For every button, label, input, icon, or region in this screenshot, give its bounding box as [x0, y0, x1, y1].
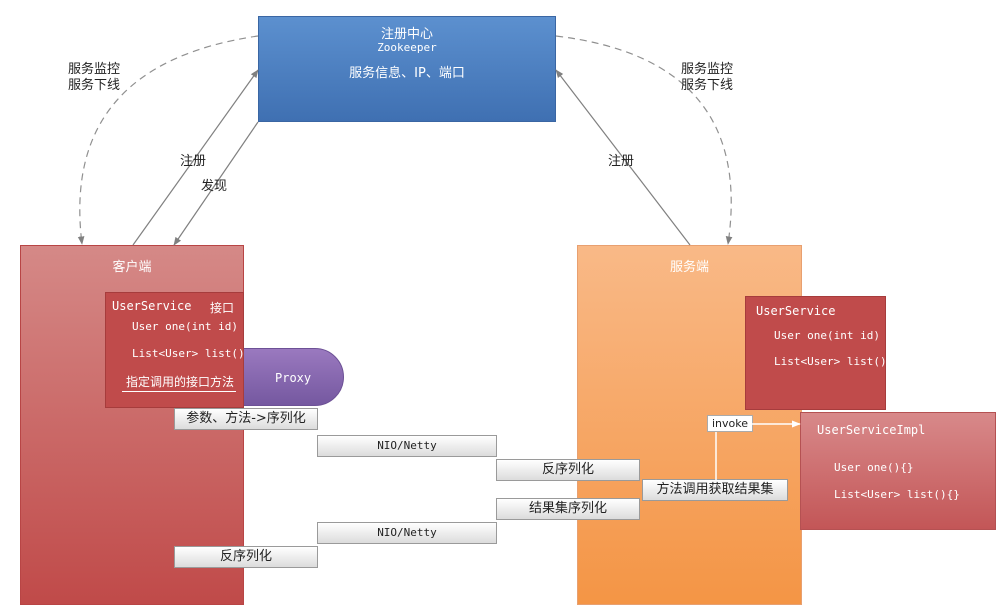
client-interface-box: UserService 接口 User one(int id) List<Use… [105, 292, 245, 408]
register-label-right: 注册 [608, 154, 635, 169]
proxy-shape: Proxy [240, 348, 344, 406]
client-method-one: User one(int id) [132, 320, 238, 333]
register-label-left: 注册 [180, 154, 207, 169]
client-title: 客户端 [112, 260, 152, 275]
client-interface-name: UserService [112, 299, 192, 313]
invoke-label: invoke [707, 415, 753, 432]
registry-info: 服务信息、IP、端口 [349, 66, 465, 81]
registry-subtitle: Zookeeper [377, 41, 437, 54]
client-interface-tag: 接口 [210, 301, 235, 315]
step-deserialize-request: 反序列化 [496, 459, 640, 481]
step-nio-netty-request: NIO/Netty [317, 435, 497, 457]
monitor-label-left: 服务监控 服务下线 [68, 62, 120, 94]
registry-title: 注册中心 [380, 27, 433, 42]
client-note-underline [122, 391, 236, 392]
step-invoke-get-result: 方法调用获取结果集 [642, 479, 788, 501]
monitor-label-right: 服务监控 服务下线 [681, 62, 733, 94]
client-interface-note: 指定调用的接口方法 [126, 375, 235, 389]
server-interface-name: UserService [756, 304, 836, 318]
impl-method-list: List<User> list(){} [834, 488, 960, 501]
impl-method-one: User one(){} [834, 461, 914, 474]
monitor-label-right-line1: 服务监控 [681, 62, 734, 77]
monitor-label-right-line2: 服务下线 [681, 78, 734, 93]
monitor-label-left-line1: 服务监控 [68, 62, 121, 77]
proxy-label: Proxy [275, 371, 312, 385]
impl-name: UserServiceImpl [817, 423, 926, 437]
server-interface-box: UserService User one(int id) List<User> … [745, 296, 887, 410]
discover-label: 发现 [201, 179, 228, 194]
server-impl-box: UserServiceImpl User one(){} List<User> … [800, 412, 996, 530]
step-serialize-result: 结果集序列化 [496, 498, 640, 520]
registry-center-box: 注册中心 Zookeeper 服务信息、IP、端口 [258, 16, 556, 122]
step-deserialize-response: 反序列化 [174, 546, 318, 568]
server-method-one: User one(int id) [774, 329, 880, 342]
client-method-list: List<User> list() [132, 347, 245, 360]
monitor-label-left-line2: 服务下线 [68, 78, 121, 93]
server-method-list: List<User> list() [774, 355, 887, 368]
step-serialize-params: 参数、方法->序列化 [174, 408, 318, 430]
step-nio-netty-response: NIO/Netty [317, 522, 497, 544]
server-title: 服务端 [669, 260, 709, 275]
